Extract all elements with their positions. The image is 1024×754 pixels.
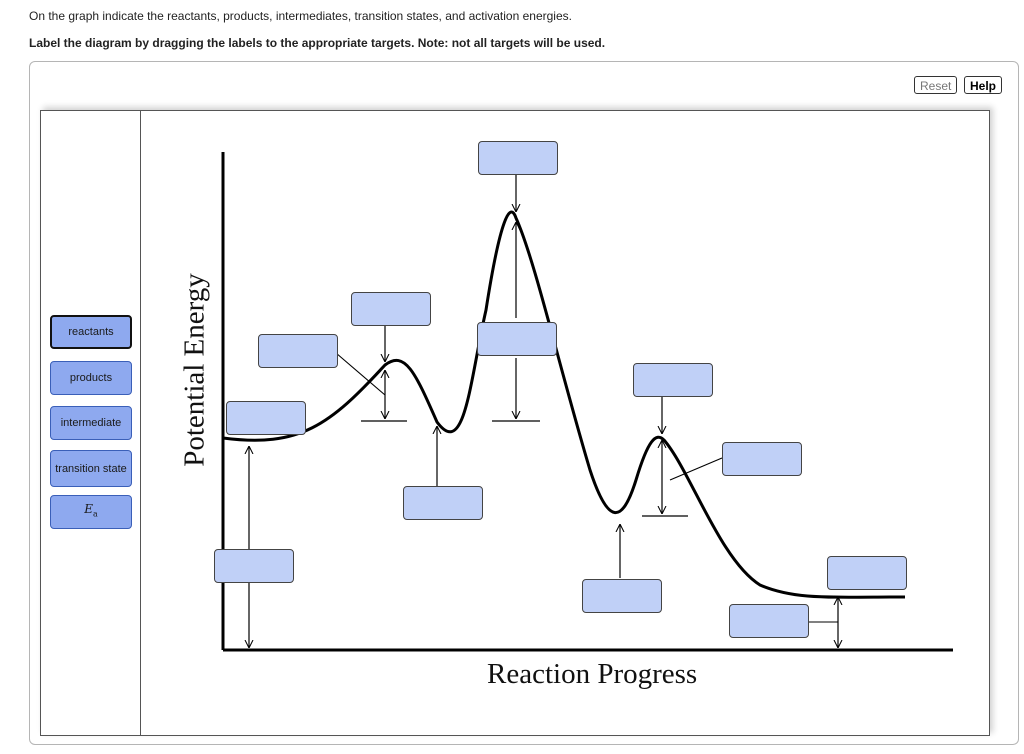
target-ts3-top[interactable]	[633, 363, 713, 397]
ts3-ea-leader	[669, 457, 723, 481]
reset-button[interactable]: Reset	[914, 76, 958, 94]
label-products[interactable]: products	[50, 361, 132, 395]
target-reactant-level[interactable]	[226, 401, 306, 435]
target-ts2-top[interactable]	[478, 141, 558, 175]
instruction-text: On the graph indicate the reactants, pro…	[29, 9, 572, 23]
label-transition-state[interactable]: transition state	[50, 450, 132, 487]
label-intermediate[interactable]: intermediate	[50, 406, 132, 440]
target-ts3-ea[interactable]	[722, 442, 802, 476]
ts1-ea-leader	[335, 352, 386, 396]
label-reactants[interactable]: reactants	[50, 315, 132, 349]
target-intermediate1[interactable]	[403, 486, 483, 520]
ea-subscript: a	[92, 509, 98, 519]
target-intermediate2[interactable]	[582, 579, 662, 613]
y-axis-label: Potential Energy	[178, 273, 211, 467]
label-bank-divider	[140, 110, 141, 736]
instruction-bold-text: Label the diagram by dragging the labels…	[29, 36, 606, 50]
label-activation-energy[interactable]: Ea	[50, 495, 132, 529]
help-button[interactable]: Help	[964, 76, 1003, 94]
target-product-level[interactable]	[729, 604, 809, 638]
target-products[interactable]	[827, 556, 907, 590]
x-axis-label: Reaction Progress	[487, 658, 698, 690]
reaction-curve	[222, 210, 906, 599]
target-reactant-ea[interactable]	[214, 549, 294, 583]
target-ts2-ea[interactable]	[477, 322, 557, 356]
ea-symbol: E	[84, 502, 93, 517]
target-ts1-top[interactable]	[351, 292, 431, 326]
target-ts1-ea[interactable]	[258, 334, 338, 368]
